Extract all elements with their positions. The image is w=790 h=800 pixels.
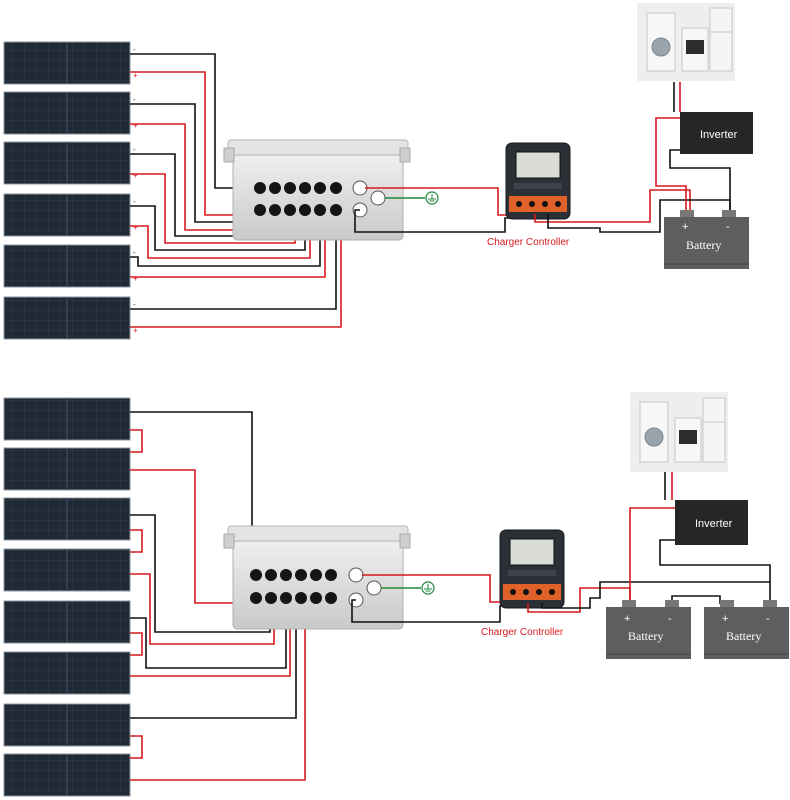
- battery-negative-wire: [541, 581, 771, 609]
- solar-panel: [3, 447, 131, 491]
- panel-plus-mark: +: [133, 274, 138, 283]
- inverter-positive-wire: [629, 507, 675, 600]
- panel-minus-mark: -: [133, 45, 136, 54]
- battery-label: Battery: [726, 629, 761, 643]
- combiner-box: [223, 525, 411, 630]
- ground-symbol-icon: [425, 191, 439, 205]
- panel-plus-mark: +: [133, 121, 138, 130]
- panel-plus-mark: +: [133, 71, 138, 80]
- panel-minus-mark: -: [133, 248, 136, 257]
- inverter-negative-wire: [669, 149, 731, 210]
- battery-minus-mark: -: [766, 613, 770, 625]
- solar-panel: [3, 600, 131, 644]
- solar-panel-array: [3, 41, 131, 340]
- ground-symbol-icon: [421, 581, 435, 595]
- panel-minus-mark: -: [133, 300, 136, 309]
- inverter-negative-wire: [659, 539, 771, 582]
- battery-positive-wire: [534, 189, 691, 223]
- battery: [606, 600, 691, 659]
- inverter-label: Inverter: [700, 129, 738, 141]
- solar-panel: [3, 91, 131, 135]
- series-jumpers: [130, 429, 143, 759]
- solar-panel-array: [3, 397, 131, 797]
- battery-label: Battery: [628, 629, 663, 643]
- bottom-diagram: Charger Controller + - Battery + - Batte…: [3, 392, 789, 797]
- battery-interconnect-wire: [671, 595, 721, 604]
- solar-panel: [3, 296, 131, 340]
- battery: [704, 600, 789, 659]
- inverter-positive-wire: [655, 117, 687, 210]
- combiner-input-connectors: [254, 182, 342, 216]
- battery: [664, 210, 749, 269]
- home-appliances-icon: [630, 392, 728, 472]
- solar-panel: [3, 497, 131, 541]
- panel-minus-mark: -: [133, 95, 136, 104]
- solar-panel: [3, 141, 131, 185]
- battery-negative-wire: [547, 199, 731, 233]
- panel-plus-mark: +: [133, 223, 138, 232]
- panel-plus-mark: +: [133, 326, 138, 335]
- solar-panel: [3, 703, 131, 747]
- inverter-label: Inverter: [695, 518, 733, 530]
- solar-panel: [3, 193, 131, 237]
- controller-label: Charger Controller: [481, 627, 564, 638]
- charge-controller: [505, 142, 571, 220]
- solar-panel: [3, 548, 131, 592]
- battery-minus-mark: -: [668, 613, 672, 625]
- battery-plus-mark: +: [682, 221, 688, 233]
- battery-label: Battery: [686, 238, 721, 252]
- solar-panel: [3, 753, 131, 797]
- panel-plus-mark: +: [133, 171, 138, 180]
- solar-panel: [3, 244, 131, 288]
- controller-label: Charger Controller: [487, 237, 570, 248]
- panel-polarity-marks: - + - + - + - + - + - +: [133, 45, 138, 335]
- charge-controller: [499, 529, 565, 609]
- battery-plus-mark: +: [722, 613, 728, 625]
- combiner-input-connectors: [250, 569, 337, 604]
- solar-panel: [3, 41, 131, 85]
- solar-panel: [3, 651, 131, 695]
- battery-minus-mark: -: [726, 221, 730, 233]
- panel-minus-mark: -: [133, 145, 136, 154]
- inverter: [675, 500, 748, 545]
- top-diagram: - + - + - + - + - + - +: [3, 3, 753, 340]
- inverter: [680, 112, 753, 154]
- combiner-box: [223, 139, 411, 241]
- home-appliances-icon: [637, 3, 735, 81]
- battery-plus-mark: +: [624, 613, 630, 625]
- panel-minus-mark: -: [133, 197, 136, 206]
- pv-negative-wire: [354, 209, 520, 233]
- solar-panel: [3, 397, 131, 441]
